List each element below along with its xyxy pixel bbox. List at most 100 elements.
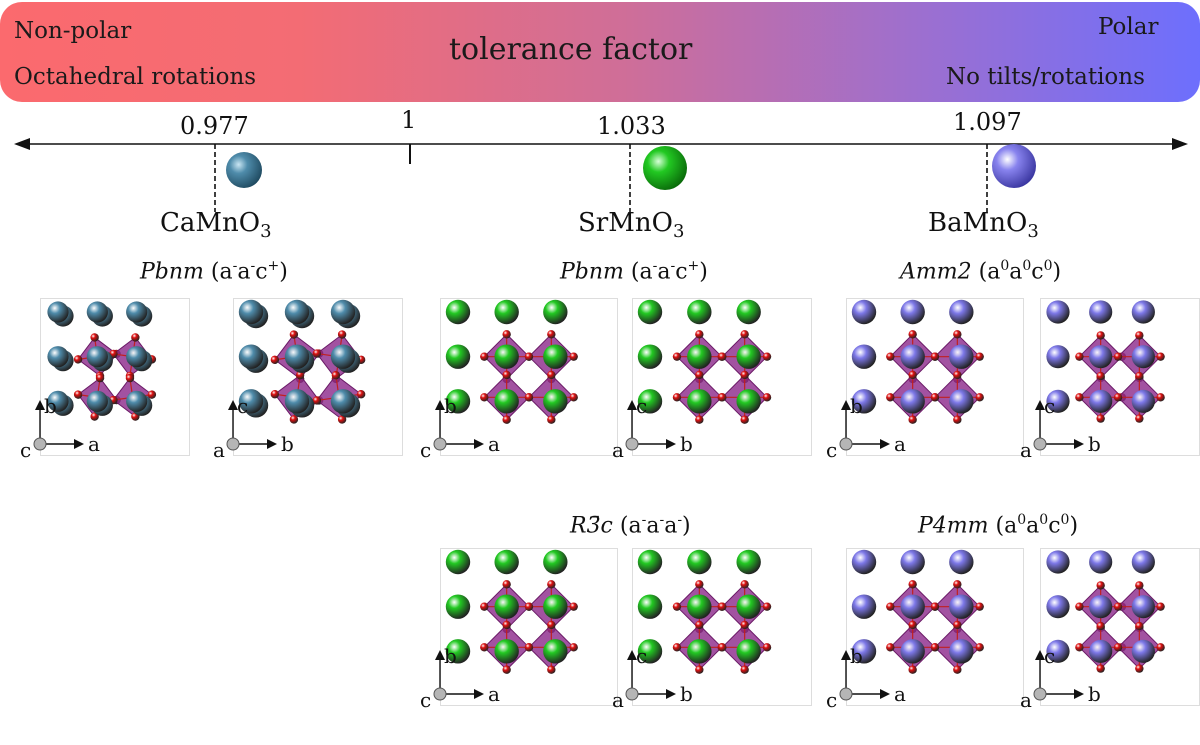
oxygen-atom	[1156, 393, 1165, 402]
arrow-right-icon	[666, 689, 676, 699]
oxygen-atom	[695, 620, 704, 630]
axis-label-y: c	[636, 644, 648, 668]
no-tilts-label: No tilts/rotations	[946, 64, 1145, 90]
crystal-structure-panel	[846, 548, 1024, 706]
oxygen-atom	[1113, 602, 1123, 611]
crystal-structure-panel	[846, 298, 1024, 456]
oxygen-atom	[547, 415, 556, 424]
oxygen-atom	[569, 602, 578, 611]
cation-atom	[1046, 595, 1070, 619]
oxygen-atom	[502, 330, 511, 339]
crystal-structure-panel	[440, 298, 618, 456]
oxygen-atom	[480, 643, 489, 652]
oxygen-atom	[953, 620, 962, 630]
oxygen-atom	[331, 370, 341, 380]
oxygen-atom	[569, 393, 578, 402]
oxygen-atom	[90, 333, 99, 342]
oxygen-atom	[908, 415, 917, 424]
cation-atom	[949, 549, 974, 575]
oxygen-atom	[953, 370, 962, 380]
oxygen-atom	[740, 330, 749, 339]
axes-indicator	[433, 400, 484, 451]
cation-atom	[851, 549, 877, 575]
oxygen-atom	[270, 390, 280, 399]
cation-atom	[494, 389, 519, 414]
cation-atom	[543, 594, 568, 619]
octahedral-rotations-label: Octahedral rotations	[14, 64, 257, 90]
oxygen-atom	[762, 393, 772, 402]
oxygen-atom	[1075, 602, 1084, 611]
oxygen-atom	[125, 373, 135, 383]
axis-label-origin: c	[826, 438, 838, 462]
oxygen-atom	[337, 330, 347, 339]
cation-atom	[494, 344, 519, 369]
crystal-structure-panel	[440, 548, 618, 706]
oxygen-atom	[312, 396, 322, 405]
oxygen-atom	[762, 352, 772, 361]
cation-atom	[494, 639, 519, 664]
crystal-structure-panel	[632, 548, 812, 706]
arrow-up-icon	[435, 400, 445, 410]
tick-label-1: 1	[401, 106, 417, 134]
oxygen-atom	[1096, 331, 1105, 340]
axis-label-y: b	[44, 394, 57, 418]
oxygen-atom	[1135, 621, 1144, 631]
cation-atom	[47, 390, 69, 412]
cation-atom	[851, 344, 877, 369]
arrow-right-icon	[1074, 689, 1084, 699]
oxygen-atom	[1096, 664, 1105, 673]
oxygen-atom	[131, 333, 140, 342]
oxygen-atom	[1075, 352, 1084, 361]
cation-atom	[687, 299, 712, 325]
cation-atom	[494, 299, 519, 325]
arrow-right-icon	[1074, 439, 1084, 449]
sg-camno3: Pbnm (a-a-c+)	[140, 258, 288, 285]
oxygen-atom	[289, 415, 299, 424]
cation-atom	[949, 344, 974, 369]
axis-label-y: b	[850, 394, 863, 418]
oxygen-atom	[672, 352, 682, 361]
arrow-right-icon	[474, 689, 484, 699]
nonpolar-label: Non-polar	[14, 18, 132, 44]
cation-atom	[1131, 300, 1155, 324]
axis-origin-icon	[625, 687, 639, 701]
arrow-right-icon	[74, 439, 84, 449]
axis-label-x: a	[488, 682, 500, 706]
axis-origin-icon	[33, 437, 47, 451]
oxygen-atom	[1156, 643, 1165, 652]
axis-label-origin: a	[213, 438, 225, 462]
oxygen-atom	[73, 355, 83, 364]
axes-indicator	[839, 650, 890, 701]
oxygen-atom	[480, 393, 489, 402]
axis-label-x: b	[680, 682, 693, 706]
oxygen-atom	[975, 352, 984, 361]
tolerance-factor-banner: Non-polar Octahedral rotations tolerance…	[0, 2, 1200, 102]
cation-atom	[736, 639, 761, 664]
oxygen-atom	[1113, 352, 1123, 361]
cation-atom	[1089, 595, 1113, 619]
axis-label-x: b	[281, 432, 294, 456]
tick-label-1033: 1.033	[597, 112, 666, 140]
cation-atom	[687, 639, 712, 664]
oxygen-atom	[740, 580, 749, 589]
axis-origin-icon	[433, 687, 447, 701]
axes-indicator	[1033, 400, 1084, 451]
oxygen-atom	[1113, 393, 1123, 402]
axis-label-origin: c	[420, 438, 432, 462]
cation-atom	[851, 389, 877, 414]
axis-label-origin: c	[420, 688, 432, 712]
cation-atom	[330, 299, 356, 325]
oxygen-atom	[930, 393, 940, 402]
oxygen-atom	[695, 330, 704, 339]
arrow-up-icon	[627, 650, 637, 660]
oxygen-atom	[886, 393, 895, 402]
tick-label-0977: 0.977	[180, 112, 249, 140]
oxygen-atom	[502, 620, 511, 630]
oxygen-atom	[547, 370, 556, 380]
oxygen-atom	[695, 370, 704, 380]
arrow-up-icon	[1035, 650, 1045, 660]
cation-atom	[543, 344, 568, 369]
cation-atom	[330, 389, 356, 414]
cation-atom	[637, 389, 663, 414]
axis-origin-icon	[1033, 687, 1047, 701]
